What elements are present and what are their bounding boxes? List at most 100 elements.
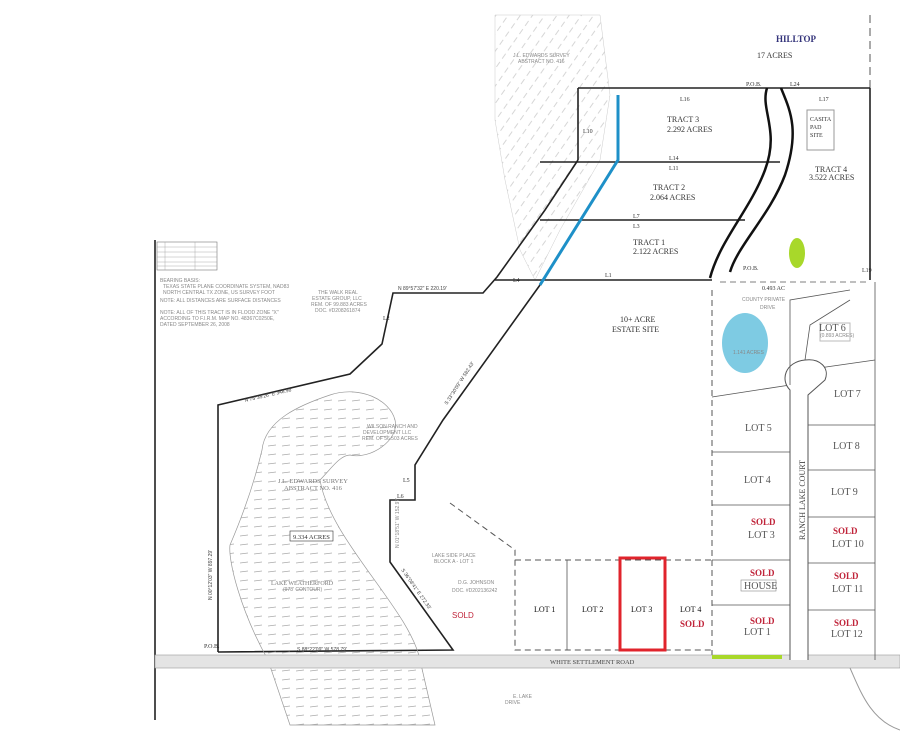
court-label: RANCH LAKE COURT <box>798 460 807 540</box>
house-box <box>740 579 777 592</box>
line-label: L11 <box>669 166 678 172</box>
note-text: NOTE: ALL OF THIS TRACT IS IN FLOOD ZONE… <box>160 310 279 316</box>
survey-label: J.L. EDWARDS SURVEY <box>513 53 570 59</box>
line-label: L2 <box>383 316 390 322</box>
lot-6-acres: (0.893 ACRES) <box>820 333 855 339</box>
line-label: L6 <box>397 494 404 500</box>
lake-label: LAKE WEATHERFORD <box>271 581 334 587</box>
owner-label: WILSON RANCH AND <box>367 424 418 430</box>
bearing-label: N 00°12'03" W 897.29' <box>208 550 214 600</box>
tract-4-acres: 3.522 ACRES <box>809 173 854 182</box>
line-label: L10 <box>583 129 593 135</box>
note-text: NORTH CENTRAL TX ZONE, US SURVEY FOOT <box>163 290 275 296</box>
line-label: L7 <box>633 214 640 220</box>
tract-4-name: TRACT 4 <box>815 165 847 174</box>
lake-label: (978' CONTOUR) <box>283 587 323 593</box>
owner-label: REM. OF 56.503 ACRES <box>362 436 419 442</box>
note-text: DATED SEPTEMBER 26, 2008 <box>160 322 230 328</box>
court-lot-3[interactable]: LOT 3 <box>748 530 775 541</box>
line-label: L5 <box>403 478 410 484</box>
court-lot-1[interactable]: LOT 1 <box>744 627 771 638</box>
bearing-label: N 89°57'32" E 220.19' <box>398 286 447 292</box>
survey-label: ABSTRACT NO. 416 <box>284 485 343 492</box>
line-label: L4 <box>513 278 520 284</box>
area-label: 0.493 AC <box>762 286 785 292</box>
lake-drive-road <box>849 667 900 731</box>
lake-acres-box <box>289 530 334 542</box>
front-lot-1[interactable]: LOT 1 <box>534 605 555 614</box>
sold-badge: SOLD <box>751 517 776 527</box>
parcel-boundary <box>217 159 579 653</box>
tract-1-name: TRACT 1 <box>633 238 665 247</box>
wooded-area <box>494 14 611 281</box>
court-lot-7[interactable]: LOT 7 <box>834 389 861 400</box>
line-label: L19 <box>862 268 872 274</box>
casita-label: PAD <box>810 125 822 131</box>
estate-site-label: ESTATE SITE <box>612 325 659 334</box>
tract-2-name: TRACT 2 <box>653 183 685 192</box>
sold-badge: SOLD <box>452 611 474 620</box>
lake-side-label: BLOCK A - LOT 1 <box>434 559 474 565</box>
tract-1-acres: 2.122 ACRES <box>633 247 678 256</box>
line-label: L3 <box>633 224 640 230</box>
green-marker <box>789 238 805 268</box>
owner-label: THE WALK REAL <box>318 290 358 296</box>
pond <box>722 313 768 373</box>
lake-side-label: DOC. #D202136242 <box>452 588 498 594</box>
lot-3-highlight[interactable] <box>618 556 667 652</box>
court-lot-12[interactable]: LOT 12 <box>831 629 863 640</box>
court-lot-11[interactable]: LOT 11 <box>832 584 863 595</box>
hilltop-acres: 17 ACRES <box>757 51 792 60</box>
sold-badge: SOLD <box>833 526 858 536</box>
sold-badge: SOLD <box>834 618 859 628</box>
front-lot-3[interactable]: LOT 3 <box>631 605 652 614</box>
sold-badge: SOLD <box>834 571 859 581</box>
private-drive-label: COUNTY PRIVATE <box>742 297 786 303</box>
lake-side-label: LAKE SIDE PLACE <box>432 553 476 559</box>
owner-label: DOC. #D208261874 <box>315 308 361 314</box>
private-drive-label: DRIVE <box>760 305 776 311</box>
bearing-label: S 33°30'09" W 582.43' <box>444 361 476 406</box>
lake-side-label: D.G. JOHNSON <box>458 580 495 586</box>
pob-label: P.O.B. <box>204 644 220 650</box>
lake-acres: 9.334 ACRES <box>293 534 330 541</box>
lake-weatherford <box>229 391 436 726</box>
owner-label: ESTATE GROUP, LLC <box>312 296 362 302</box>
house-label: HOUSE <box>744 581 777 592</box>
front-lot-4[interactable]: LOT 4 <box>680 605 701 614</box>
court-subdivision <box>711 282 876 660</box>
line-label: L1 <box>605 273 612 279</box>
court-lot-4[interactable]: LOT 4 <box>744 475 771 486</box>
line-table <box>156 241 218 271</box>
sold-badge: SOLD <box>680 619 705 629</box>
blue-line <box>538 95 620 286</box>
court-lot-8[interactable]: LOT 8 <box>833 441 860 452</box>
survey-label: ABSTRACT NO. 416 <box>518 59 565 65</box>
line-label: L24 <box>790 82 800 88</box>
note-text: BEARING BASIS: <box>160 278 200 284</box>
white-settlement-road <box>154 654 900 669</box>
casita-label: CASITA <box>810 117 832 123</box>
tract-2-acres: 2.064 ACRES <box>650 193 695 202</box>
lake-drive-label: E. LAKE <box>513 694 533 700</box>
front-lot-2[interactable]: LOT 2 <box>582 605 603 614</box>
road-label: WHITE SETTLEMENT ROAD <box>550 659 635 666</box>
bearing-label: S 36°08'41" E 272.33' <box>399 568 432 611</box>
court-lot-6[interactable]: LOT 6 <box>819 323 846 334</box>
bearing-label: S 88°22'09" W 578.79' <box>297 647 347 653</box>
tract-lines <box>495 87 871 283</box>
tract-3-acres: 2.292 ACRES <box>667 125 712 134</box>
pob-label: P.O.B. <box>743 266 759 272</box>
court-lot-9[interactable]: LOT 9 <box>831 487 858 498</box>
pond-acres: 1.141 ACRES <box>733 350 765 356</box>
court-lot-10[interactable]: LOT 10 <box>832 539 864 550</box>
line-label: L17 <box>819 97 829 103</box>
owner-label: REM. OF 99.883 ACRES <box>311 302 368 308</box>
owner-label: DEVELOPMENT LLC <box>363 430 412 436</box>
line-label: L14 <box>669 156 679 162</box>
note-text: TEXAS STATE PLANE COORDINATE SYSTEM, NAD… <box>163 284 289 290</box>
hilltop-title: HILLTOP <box>776 34 817 44</box>
lake-side-dashed <box>449 502 712 651</box>
court-lot-5[interactable]: LOT 5 <box>745 423 772 434</box>
